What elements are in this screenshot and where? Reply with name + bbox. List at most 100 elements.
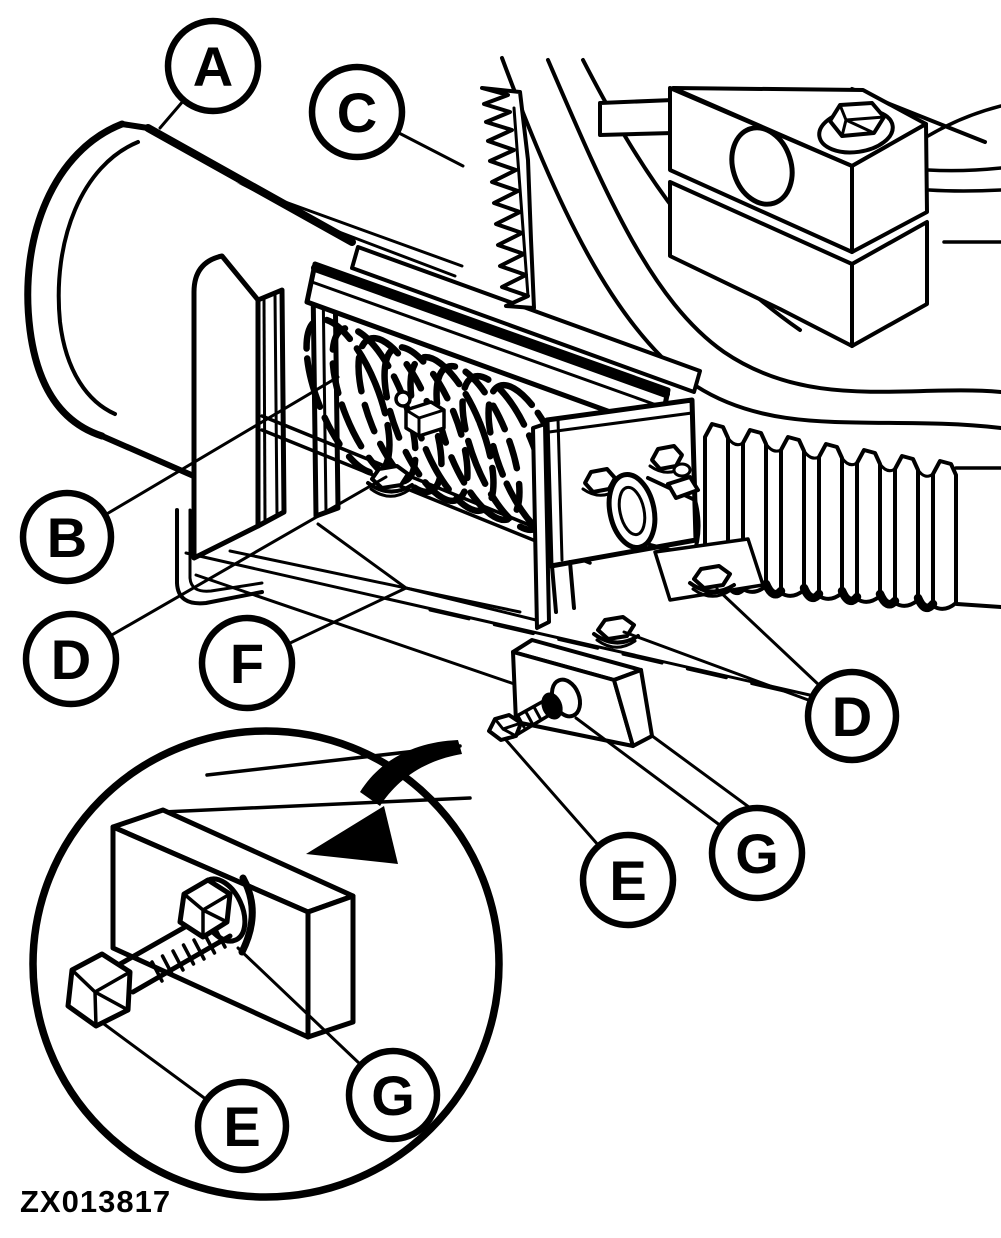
valve-block-port-hole	[729, 125, 795, 207]
gear-rim-arc-inner	[546, 58, 1001, 394]
bracket-strip-line-2	[273, 292, 279, 517]
bracket-strip-line-1	[262, 297, 267, 523]
spring-fitting-block	[404, 400, 446, 438]
bolt-washer-arc	[688, 581, 736, 594]
spring-fitting-edges	[404, 408, 446, 438]
detail-nut-facets	[182, 892, 232, 939]
anchor-right-face	[612, 668, 654, 748]
bellows-pleat-7	[931, 459, 958, 611]
zoom-arrow-head	[306, 806, 398, 864]
bellows-pleat-3	[779, 435, 806, 598]
detail-block-right-face	[305, 893, 356, 1040]
anchor-bolt-head-facets	[493, 717, 523, 738]
detail-bolt-head-facets	[70, 968, 132, 1028]
motor-endcap-inner	[56, 140, 140, 416]
bellows-fold-3	[799, 583, 824, 603]
gear-arcs-right-of-block	[926, 104, 1001, 244]
end-plate-upright	[531, 422, 551, 630]
callout-label-d-left: D	[51, 628, 91, 691]
cover-plates	[304, 245, 702, 433]
bellows-fold-4	[837, 586, 862, 606]
callout-label-f: F	[230, 632, 264, 695]
callout-circle-g-detail	[345, 1047, 441, 1143]
callout-label-c: C	[337, 81, 377, 144]
mount-bolt-right-1	[688, 564, 736, 598]
bellows-pleat-4	[817, 442, 844, 601]
leader-f	[286, 586, 408, 646]
leader-lines	[102, 98, 822, 1102]
callout-label-e-detail: E	[223, 1095, 260, 1158]
zoom-arrow	[306, 740, 462, 864]
bellows-fold-6	[913, 593, 938, 613]
motor-endcap-outer	[24, 120, 126, 440]
spring-fitting-pin	[394, 390, 412, 408]
callout-circle-c	[308, 63, 406, 161]
connector-terminal-block	[666, 475, 700, 500]
valve-block-lower-right	[850, 220, 929, 348]
end-plate-nut-1	[581, 467, 619, 497]
cover-plate-inner-line	[310, 280, 664, 409]
callout-balloons: A C B D F D G E E G	[19, 17, 900, 1174]
frame-notch-outer	[175, 508, 264, 606]
cage-upright-line	[321, 278, 328, 514]
bracket-front-plate	[191, 253, 261, 561]
detail-washer-shadow	[238, 874, 256, 956]
leader-d-right-1	[715, 587, 822, 688]
end-plate-legs	[550, 560, 576, 614]
leader-e-main	[504, 738, 601, 848]
bellows-fold-5	[875, 589, 900, 609]
nut-hex	[650, 444, 684, 471]
leader-b	[103, 375, 340, 517]
valve-block-tab	[598, 98, 675, 137]
leader-e-detail	[102, 1022, 209, 1102]
bolt-washer-arc-2	[595, 638, 637, 649]
bellows-fold-2	[761, 579, 786, 599]
bellows-pleat-6	[893, 454, 920, 608]
callout-label-b: B	[47, 506, 87, 569]
bolt-washer-arc-2	[369, 487, 411, 498]
callout-circle-e-main	[579, 831, 677, 929]
rack-spine-line	[512, 106, 530, 298]
callout-label-d-right: D	[832, 685, 872, 748]
frame-gusset-edge	[316, 522, 408, 590]
frame-member-edge	[228, 549, 522, 614]
leader-a	[158, 98, 186, 130]
detail-bolt-threads	[150, 926, 227, 983]
backing-plate	[350, 245, 702, 394]
bolt-hex	[370, 464, 410, 490]
leader-d-left	[108, 475, 388, 638]
callout-circle-e-detail	[194, 1078, 290, 1174]
leader-c	[395, 130, 465, 168]
right-arc-1	[926, 104, 1001, 138]
valve-block-lower-front	[668, 180, 854, 348]
leader-g-main	[574, 716, 723, 828]
end-plate-inner-lines	[547, 411, 694, 562]
figure-code: ZX013817	[20, 1184, 171, 1219]
motor-top-edge	[144, 124, 356, 246]
end-plate-assembly	[531, 397, 701, 630]
callout-circle-a	[164, 17, 262, 115]
mount-bolt-left	[366, 464, 414, 498]
gear-rack	[480, 86, 536, 310]
callout-label-a: A	[193, 35, 233, 98]
callout-circle-d-right	[804, 668, 900, 764]
leader-d-right-2	[622, 630, 813, 703]
bolt-washer-arc-2	[691, 587, 733, 598]
valve-block	[598, 86, 929, 348]
motor-top-kink	[119, 121, 151, 131]
valve-bolt-facets	[838, 103, 886, 138]
callout-label-g-detail: G	[371, 1064, 415, 1127]
callout-circle-d-left	[22, 610, 120, 708]
bolt-washer-arc	[592, 632, 640, 645]
anchor-block	[487, 638, 654, 748]
right-arc-3	[927, 188, 1001, 193]
bellows-right-bottom-line	[955, 602, 1001, 609]
bracket-side-strip	[255, 287, 287, 529]
frame-notch-inner	[188, 508, 264, 593]
callout-label-g-main: G	[735, 822, 779, 885]
bolt-hex	[692, 564, 732, 590]
callout-circle-b	[19, 489, 115, 585]
leader-g-detail	[236, 946, 363, 1067]
callout-label-e-main: E	[609, 849, 646, 912]
